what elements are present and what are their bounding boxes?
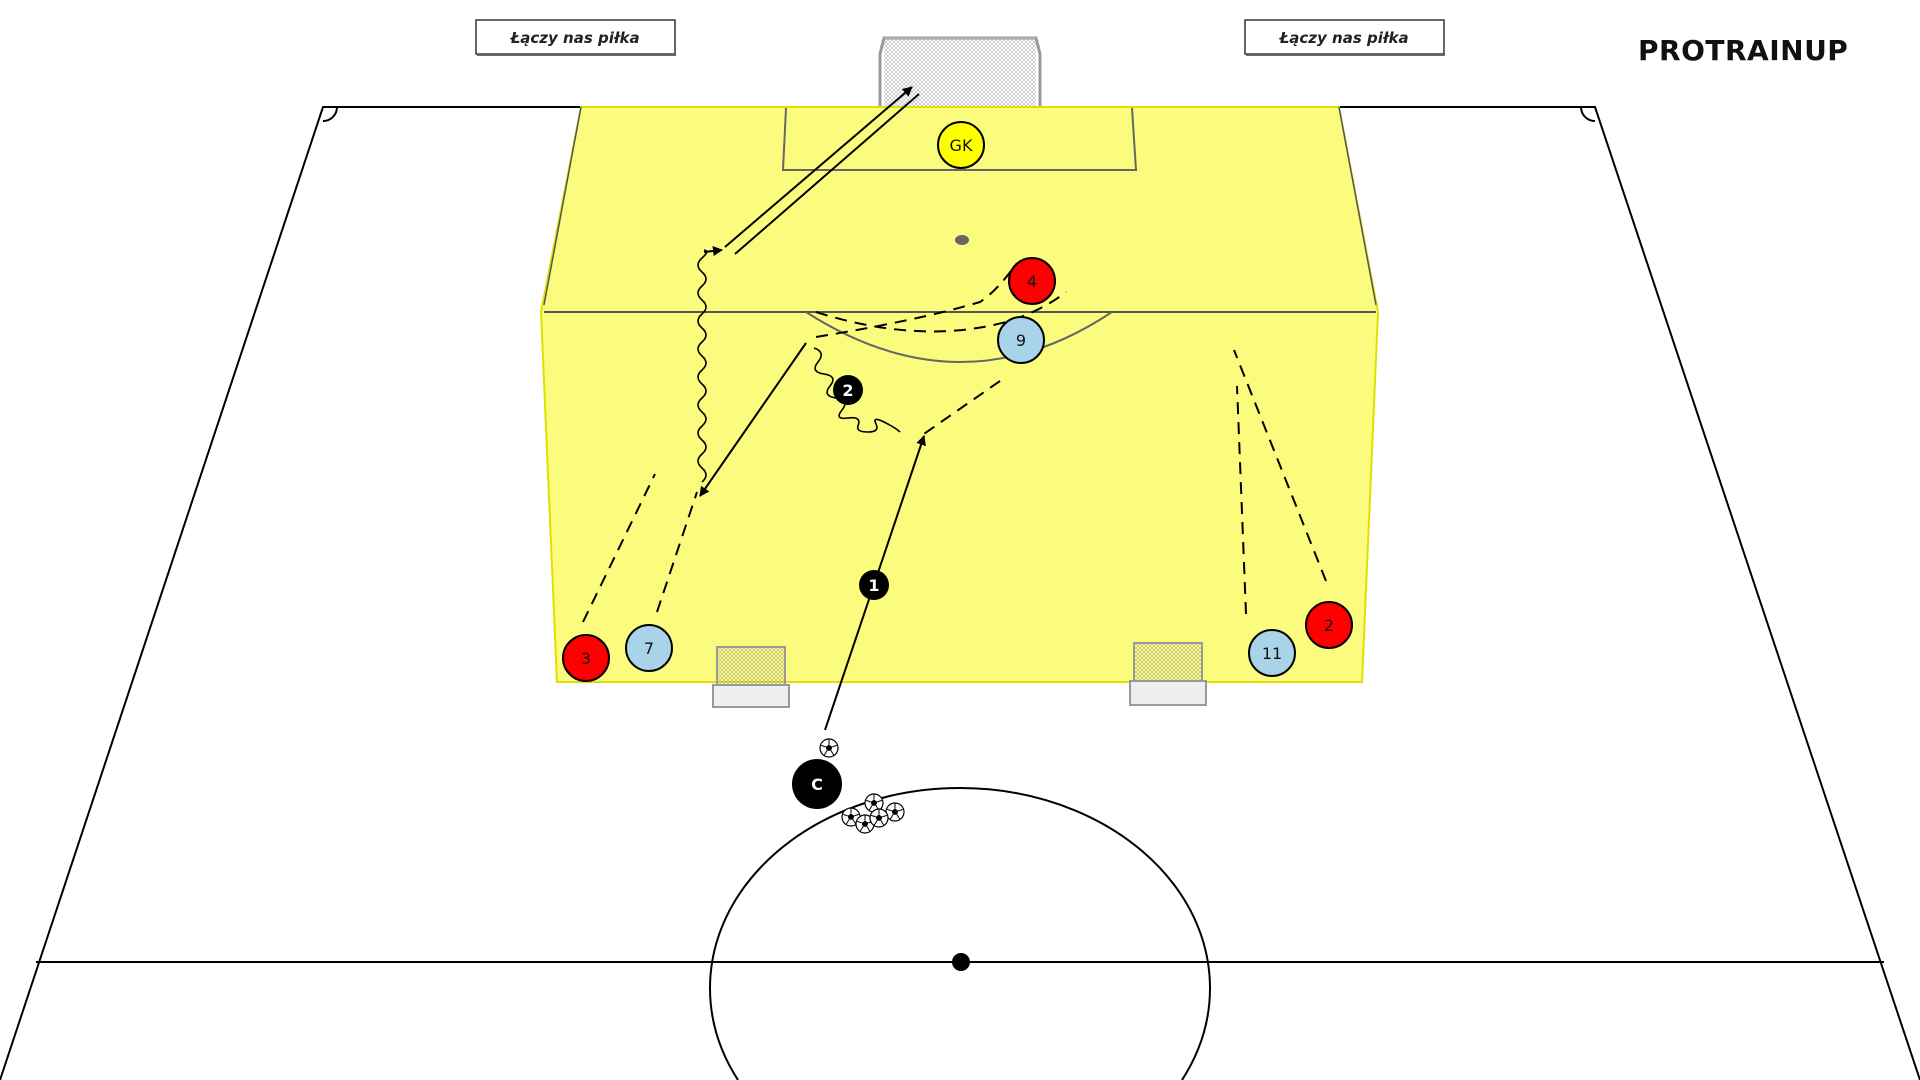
step-marker-2: 2	[833, 375, 863, 405]
run-line	[917, 380, 1001, 439]
run-line	[1236, 385, 1247, 615]
player-blue-11[interactable]: 11	[1248, 629, 1296, 677]
run-line	[656, 491, 698, 613]
player-blue-9[interactable]: 9	[997, 316, 1045, 364]
banner-text: Łączy nas piłka	[509, 29, 639, 47]
corner-arc-right	[1580, 106, 1596, 122]
soccer-ball-icon[interactable]	[885, 802, 905, 822]
soccer-ball-icon[interactable]	[819, 738, 839, 758]
goal-area	[781, 107, 1138, 171]
player-label: 2	[1324, 616, 1334, 635]
player-goalkeeper[interactable]: GK	[937, 121, 985, 169]
run-line	[815, 263, 1017, 338]
mini-goal-icon	[712, 646, 790, 708]
shot-arrow	[724, 86, 913, 248]
pass-arrow	[699, 342, 807, 497]
coach[interactable]: C	[792, 759, 842, 809]
main-goal-icon	[878, 36, 1042, 106]
penalty-arc	[805, 311, 1113, 363]
center-spot	[952, 953, 970, 971]
corner-arc-left	[322, 106, 338, 122]
movement-lines	[582, 263, 1327, 623]
dribble-lines	[697, 249, 901, 483]
player-red-3[interactable]: 3	[562, 634, 610, 682]
step-label: 2	[842, 381, 853, 400]
step-marker-1: 1	[859, 570, 889, 600]
dribble-line	[813, 347, 901, 433]
penalty-spot	[955, 235, 969, 245]
run-line	[1233, 349, 1327, 582]
player-label: 3	[581, 649, 591, 668]
banner-text: Łączy nas piłka	[1278, 29, 1408, 47]
player-label: 9	[1016, 331, 1026, 350]
sponsor-banner-left: Łączy nas piłka	[475, 19, 676, 56]
training-zone	[539, 106, 1380, 683]
player-label: 7	[644, 639, 654, 658]
player-label: 4	[1027, 272, 1037, 291]
center-circle	[709, 787, 1211, 1080]
run-line	[582, 473, 656, 623]
coach-label: C	[811, 775, 823, 794]
mini-goal-icon	[1129, 642, 1207, 706]
player-label: GK	[950, 136, 973, 155]
sponsor-banner-right: Łączy nas piłka	[1244, 19, 1445, 56]
step-label: 1	[868, 576, 879, 595]
soccer-ball-icon[interactable]	[869, 808, 889, 828]
shot-arrow	[734, 93, 920, 255]
player-red-4[interactable]: 4	[1008, 257, 1056, 305]
player-label: 11	[1262, 644, 1282, 663]
dribble-line	[697, 249, 708, 483]
player-red-2[interactable]: 2	[1305, 601, 1353, 649]
player-blue-7[interactable]: 7	[625, 624, 673, 672]
brand-logo: PROTRAINUP	[1638, 34, 1848, 67]
